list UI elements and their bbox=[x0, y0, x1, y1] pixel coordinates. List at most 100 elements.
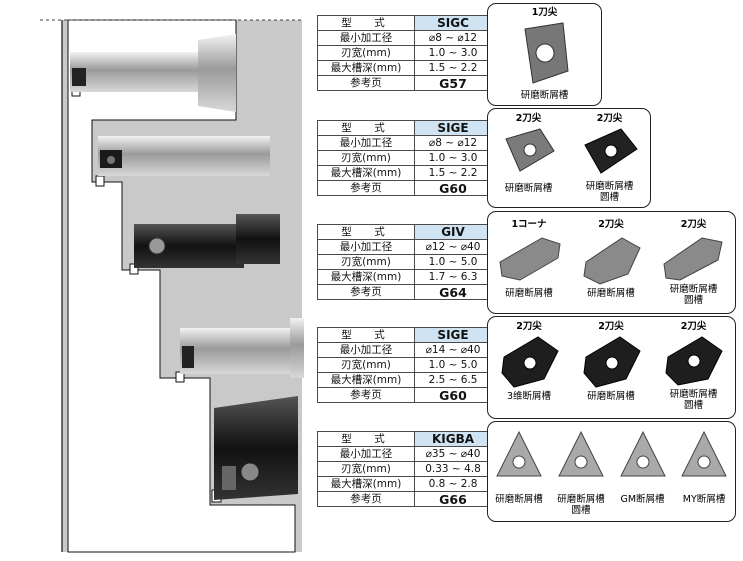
corner-tag: 2刀尖 bbox=[596, 113, 623, 124]
label-page: 参考页 bbox=[317, 75, 415, 91]
corner-tag: 1刀尖 bbox=[531, 7, 558, 18]
page-ref: G60 bbox=[414, 180, 492, 196]
label-page: 参考页 bbox=[317, 284, 415, 300]
label-max-depth: 最大槽深(mm) bbox=[317, 60, 415, 76]
insert-image bbox=[583, 336, 641, 388]
width-value: 1.0 ~ 3.0 bbox=[414, 45, 492, 61]
page-ref: G57 bbox=[414, 75, 492, 91]
insert-item: 2刀尖 研磨断屑槽 bbox=[570, 317, 652, 418]
chipbreaker-caption: 研磨断屑槽 bbox=[504, 183, 553, 194]
chipbreaker-caption: 研磨断屑槽 圆槽 bbox=[669, 284, 718, 306]
insert-item: 2刀尖 研磨断屑槽 bbox=[488, 109, 569, 207]
min-bore-value: ⌀14 ~ ⌀40 bbox=[414, 342, 492, 358]
label-page: 参考页 bbox=[317, 180, 415, 196]
insert-image bbox=[505, 128, 555, 172]
label-max-depth: 最大槽深(mm) bbox=[317, 165, 415, 181]
bore-illustration bbox=[0, 0, 310, 557]
model-name: SIGE bbox=[414, 327, 492, 343]
corner-tag: 2刀尖 bbox=[598, 219, 624, 230]
corner-tag: 2刀尖 bbox=[680, 219, 707, 230]
insert-image bbox=[524, 22, 569, 84]
model-name: KIGBA bbox=[414, 431, 492, 447]
bore-diagram bbox=[40, 19, 304, 553]
max-depth-value: 0.8 ~ 2.8 bbox=[414, 476, 492, 492]
model-name: GIV bbox=[414, 224, 492, 240]
width-value: 1.0 ~ 3.0 bbox=[414, 150, 492, 166]
max-depth-value: 1.5 ~ 2.2 bbox=[414, 165, 492, 181]
label-model: 型 式 bbox=[317, 431, 415, 447]
insert-item: 2刀尖 3维断屑槽 bbox=[488, 317, 570, 418]
chipbreaker-caption: 研磨断屑槽 bbox=[587, 391, 635, 402]
insert-image bbox=[620, 430, 666, 477]
chipbreaker-caption: 研磨断屑槽 bbox=[495, 494, 543, 505]
insert-image bbox=[665, 336, 723, 386]
insert-image bbox=[499, 237, 561, 281]
chipbreaker-caption: 研磨断屑槽 bbox=[520, 90, 569, 101]
chipbreaker-caption: 研磨断屑槽 圆槽 bbox=[669, 389, 718, 411]
page-ref: G60 bbox=[414, 387, 492, 403]
insert-box-sigc: 1刀尖 研磨断屑槽 bbox=[487, 3, 602, 106]
min-bore-value: ⌀8 ~ ⌀12 bbox=[414, 30, 492, 46]
corner-tag: 2刀尖 bbox=[516, 321, 542, 332]
label-min-bore: 最小加工径 bbox=[317, 239, 415, 255]
insert-box-sige-large: 2刀尖 3维断屑槽 2刀尖 研磨断屑槽 2刀尖 研磨断屑槽 圆槽 bbox=[487, 316, 736, 419]
chipbreaker-caption: MY断屑槽 bbox=[682, 494, 726, 505]
min-bore-value: ⌀12 ~ ⌀40 bbox=[414, 239, 492, 255]
corner-tag: 2刀尖 bbox=[598, 321, 624, 332]
chipbreaker-caption: 研磨断屑槽 bbox=[587, 288, 635, 299]
chipbreaker-caption: 3维断屑槽 bbox=[506, 391, 552, 402]
insert-item: 2刀尖 研磨断屑槽 圆槽 bbox=[652, 212, 735, 313]
insert-image bbox=[501, 336, 559, 388]
label-max-depth: 最大槽深(mm) bbox=[317, 269, 415, 285]
label-min-bore: 最小加工径 bbox=[317, 446, 415, 462]
insert-box-giv: 1コーナ 研磨断屑槽 2刀尖 研磨断屑槽 2刀尖 研磨断屑槽 圆槽 bbox=[487, 211, 736, 314]
insert-image bbox=[663, 237, 723, 281]
label-model: 型 式 bbox=[317, 120, 415, 136]
insert-item: 1コーナ 研磨断屑槽 bbox=[488, 212, 570, 313]
insert-image bbox=[681, 430, 727, 477]
insert-image bbox=[558, 430, 604, 477]
label-model: 型 式 bbox=[317, 15, 415, 31]
model-name: SIGC bbox=[414, 15, 492, 31]
page-ref: G66 bbox=[414, 491, 492, 507]
max-depth-value: 1.7 ~ 6.3 bbox=[414, 269, 492, 285]
insert-item: 研磨断屑槽 bbox=[488, 422, 550, 521]
label-min-bore: 最小加工径 bbox=[317, 30, 415, 46]
chipbreaker-caption: 研磨断屑槽 圆槽 bbox=[557, 494, 605, 516]
label-page: 参考页 bbox=[317, 491, 415, 507]
width-value: 1.0 ~ 5.0 bbox=[414, 357, 492, 373]
insert-item: GM断屑槽 bbox=[612, 422, 673, 521]
insert-item: 研磨断屑槽 圆槽 bbox=[550, 422, 612, 521]
insert-image bbox=[583, 237, 641, 285]
max-depth-value: 2.5 ~ 6.5 bbox=[414, 372, 492, 388]
insert-item: 2刀尖 研磨断屑槽 圆槽 bbox=[652, 317, 735, 418]
label-min-bore: 最小加工径 bbox=[317, 135, 415, 151]
insert-box-sige-small: 2刀尖 研磨断屑槽 2刀尖 研磨断屑槽 圆槽 bbox=[487, 108, 651, 208]
label-min-bore: 最小加工径 bbox=[317, 342, 415, 358]
corner-tag: 2刀尖 bbox=[515, 113, 542, 124]
insert-item: 2刀尖 研磨断屑槽 bbox=[570, 212, 652, 313]
label-page: 参考页 bbox=[317, 387, 415, 403]
label-width: 刃宽(mm) bbox=[317, 45, 415, 61]
label-width: 刃宽(mm) bbox=[317, 254, 415, 270]
insert-item: 2刀尖 研磨断屑槽 圆槽 bbox=[569, 109, 650, 207]
chipbreaker-caption: 研磨断屑槽 圆槽 bbox=[585, 181, 634, 203]
max-depth-value: 1.5 ~ 2.2 bbox=[414, 60, 492, 76]
chipbreaker-caption: GM断屑槽 bbox=[620, 494, 665, 505]
insert-image bbox=[496, 430, 542, 477]
label-model: 型 式 bbox=[317, 327, 415, 343]
page-ref: G64 bbox=[414, 284, 492, 300]
insert-box-kigba: 研磨断屑槽 研磨断屑槽 圆槽 GM断屑槽 MY断屑槽 bbox=[487, 421, 736, 522]
model-name: SIGE bbox=[414, 120, 492, 136]
insert-item: 1刀尖 研磨断屑槽 bbox=[488, 4, 601, 105]
insert-item: MY断屑槽 bbox=[673, 422, 735, 521]
label-max-depth: 最大槽深(mm) bbox=[317, 372, 415, 388]
min-bore-value: ⌀35 ~ ⌀40 bbox=[414, 446, 492, 462]
corner-tag: 1コーナ bbox=[511, 219, 547, 230]
label-width: 刃宽(mm) bbox=[317, 461, 415, 477]
label-model: 型 式 bbox=[317, 224, 415, 240]
